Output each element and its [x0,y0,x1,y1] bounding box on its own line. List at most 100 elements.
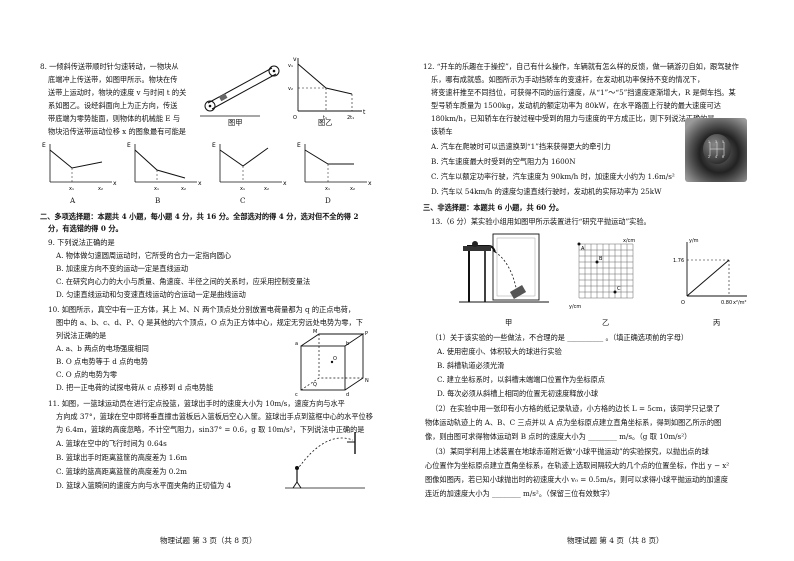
q12-line: 乐，哪有成就感。如图所示为手动挡轿车的变速杆，在发动机功率保持不变的情况下， [431,75,705,84]
q8-line: 带底端为零势能面，则物体的机械能 E 与 [48,114,181,123]
q12-line: 该轿车 [431,127,453,136]
svg-text:M: M [313,329,317,335]
svg-text:0.80: 0.80 [721,300,732,306]
v-axis-label: v [293,56,297,63]
q11-option-c: C. 篮球的篮高距离篮筐的高度差为 0.2m [56,467,187,476]
svg-text:x: x [198,180,202,187]
q13-option-d: D. 每次必须从斜槽上相同的位置无初速度释放小球 [437,389,599,398]
q8-line: 8. 一倾斜传送带顺时针匀速转动，一物块从 [40,62,179,71]
q10-line: 10. 如图所示，真空中有一正方体，其上 M、N 两个顶点处分别放置电荷量都为 … [48,305,356,314]
q12-option-a: A. 汽车在爬坡时可以迅速换到“1”挡来获得更大的牵引力 [431,142,611,151]
q12-line: 180km/h，已知轿车在行驶过程中受到的阻力与速度的平方成正比，则下列说法正确… [431,114,715,123]
svg-text:O: O [333,356,337,362]
svg-text:E: E [212,142,216,149]
q8-line: 底端冲上传送带，如图甲所示。物块在传 [48,75,178,84]
svg-text:Q: Q [313,382,317,388]
svg-text:O: O [681,300,685,306]
q11-line: 方向成 37°，篮球在空中即将垂直撞击篮板后入篮板后空心入筐。篮球出手点到篮框中… [56,412,373,421]
option-a-graph: E x x₁ x₂ [42,142,117,192]
section-3-heading: 三、非选择题：本题共 6 小题，共 60 分。 [423,203,564,212]
t1-label: t₁ [323,115,327,121]
option-d-graph: E x x₁ x₂ [297,142,372,192]
q10-line: 列说法正确的是 [56,331,107,340]
figure-caption-bing: 丙 [713,318,721,327]
svg-text:x²/m²: x²/m² [733,300,747,306]
option-c-graph: E x x₁ x₂ [212,142,287,192]
svg-text:x: x [113,180,117,187]
q13-part-3-line: 图像如图丙，若已知小球抛出时的初速度大小 v₀ = 0.5m/s，则可以求得小球… [425,475,728,484]
svg-text:1.76: 1.76 [673,258,684,264]
option-label-c: C [240,196,246,205]
v2-label: v₂ [288,86,293,92]
q12-option-b: B. 汽车速度最大时受到的空气阻力为 1600N [431,157,576,166]
q9-option-c: C. 在研究向心力的大小与质量、角速度、半径之间的关系时，应采用控制变量法 [56,277,311,286]
q11-option-a: A. 篮球在空中的飞行时间为 0.64s [56,439,167,448]
svg-text:x: x [368,180,372,187]
svg-text:2: 2 [708,155,710,159]
svg-text:x₁: x₁ [154,186,159,192]
svg-text:x₁: x₁ [240,186,245,192]
svg-text:P: P [365,331,368,337]
y-vs-x2-graph: y/m x²/m² 1.76 0.80 O [673,238,747,306]
q8-line: 系如图乙。设经斜面向上为正方向，传送 [48,101,178,110]
svg-text:x/cm: x/cm [623,238,635,244]
q13-part-2-line: 像，则由图可求得物体运动到 B 点时的速度大小为 ________ m/s。（g… [425,432,692,441]
svg-text:b: b [346,341,349,347]
q10-option-a: A. a、b 两点的电场强度相同 [56,344,149,353]
projectile-apparatus-figure [459,233,549,303]
svg-text:x₂: x₂ [98,186,103,192]
origin-label: O [293,115,297,121]
q8-line: 送带上运动时，物块的速度 v 与时间 t 的关 [48,88,187,97]
q11-option-d: D. 篮球入篮瞬间的速度方向与水平面夹角的正切值为 4 [56,481,232,490]
q12-line: 型号轿车质量为 1500kg，发动机的额定功率为 80kW，在水平路面上行驶的最… [431,101,721,110]
option-label-d: D [325,196,331,205]
energy-displacement-options: E x x₁ x₂ E x x₁ x₂ E x x₁ x₂ [42,142,372,192]
q12-line: 将变速杆推至不同挡位，可获得不同的运行速度，从“1”～“5”挡速度逐渐增大，R … [431,88,736,97]
svg-text:x₁: x₁ [69,186,74,192]
option-b-graph: E x x₁ x₂ [127,142,202,192]
svg-text:x: x [283,180,287,187]
q13-part-3: （3）某同学利用上述装置在地球赤道附近做“小球平抛运动”的实验探究，以抛出点的球 [431,447,709,456]
section-2-heading-cont: 分，有选错的得 0 分。 [48,224,123,233]
q11-line: 为 6.4m，篮球的高度忽略，不计空气阻力，sin37° = 0.6，g 取 1… [56,425,365,434]
svg-text:4: 4 [715,155,717,159]
figure-caption-jia: 图甲 [228,118,243,127]
svg-text:x₂: x₂ [181,186,186,192]
velocity-time-graph: v t v₁ v₂ O t₁ 2t₁ [288,56,366,121]
q8-line: 物块沿传送带运动位移 x 的图象最有可能是 [48,127,186,136]
svg-text:C: C [617,286,621,292]
gear-pattern-icon: 1 3 5 2 4 R [708,140,725,159]
figure-caption-yi: 乙 [602,318,610,327]
q10-option-c: C. O 点的电势为零 [56,370,118,379]
svg-text:B: B [599,256,603,262]
option-label-b: B [155,196,161,205]
svg-text:E: E [42,142,46,149]
q11-stem: 11. 如图，一篮球运动员在进行定点投篮，篮球出手时的速度大小为 10m/s，速… [48,399,345,408]
svg-text:1: 1 [708,140,710,144]
q13-part-2-line: 物体运动轨迹上的 A、B、C 三点并以 A 点为坐标原点建立直角坐标系，得到如图… [425,418,722,427]
gear-shift-photo: 1 3 5 2 4 R [685,118,747,182]
t-axis-label: t [363,109,366,116]
q13-part-3-line: 连近的加速度大小为 ________ m/s²。（保留三位有效数字） [425,489,615,498]
svg-text:E: E [127,142,131,149]
q10-line: 图中的 a、b、c、d、P、Q 是其他的六个顶点，O 点为正方体中心，规定无穷远… [56,318,363,327]
section-2-heading: 二、多项选择题：本题共 4 小题，每小题 4 分，共 16 分。全部选对的得 4… [40,212,359,221]
svg-text:R: R [722,155,725,159]
exam-page-4: 12. “开车的乐趣在于操控”，自己有什么操作，车辆就有怎么样的反馈，做一辆游刃… [397,0,794,561]
q10-option-d: D. 把一正电荷的试探电荷从 c 点移到 d 点电势能 [56,383,214,392]
svg-text:x₁: x₁ [325,186,330,192]
q9-stem: 9. 下列说法正确的是 [48,238,115,247]
q13-part-1: （1）关于该实验的一些做法，不合理的是 __________ 。（填正确选项前的… [431,333,689,342]
figure-caption-jia: 甲 [505,318,513,327]
q12-line: 12. “开车的乐趣在于操控”，自己有什么操作，车辆就有怎么样的反馈，做一辆游刃… [423,62,739,71]
svg-text:5: 5 [722,140,724,144]
q12-option-d: D. 汽车以 54km/h 的速度匀速直线行驶时，发动机的实际功率为 25kW [431,187,662,196]
q13-option-b: B. 斜槽轨道必须光滑 [437,361,505,370]
q12-option-c: C. 汽车以额定功率行驶，汽车速度为 90km/h 时，加速度大小约为 1.6m… [431,172,675,181]
svg-text:3: 3 [715,140,717,144]
svg-text:y/cm: y/cm [569,304,581,310]
svg-text:d: d [346,392,349,398]
t2-label: 2t₁ [347,115,354,121]
basketball-shot-figure [285,432,365,489]
q11-option-b: B. 篮球出手时距离篮筐的高度差为 1.6m [56,453,188,462]
